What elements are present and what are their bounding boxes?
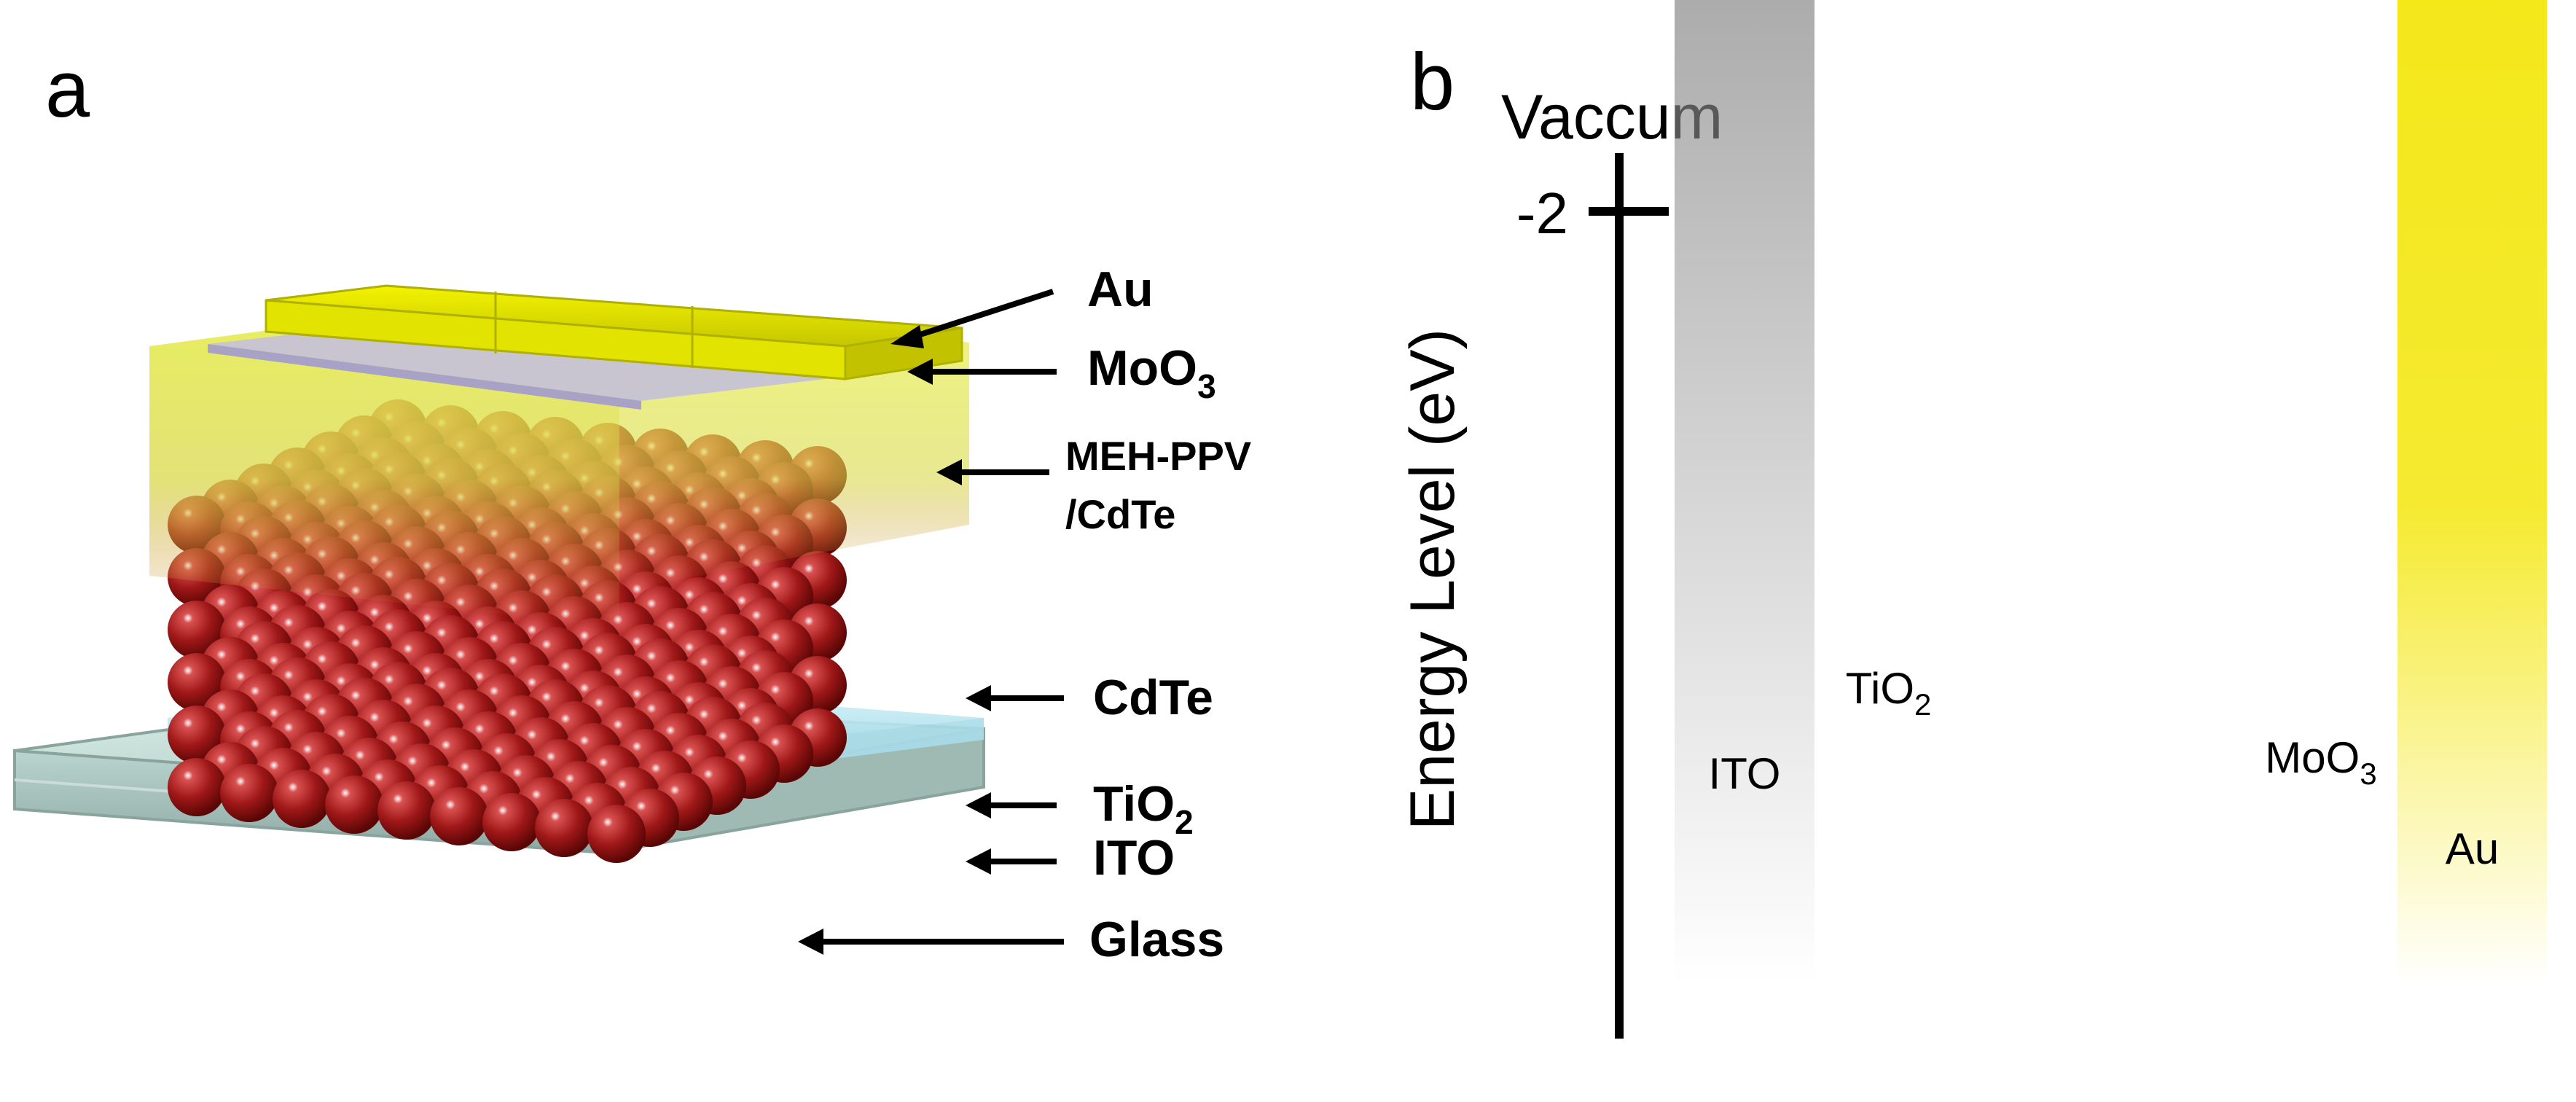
nanoparticle <box>220 764 278 822</box>
label-mehppv: MEH-PPV <box>1065 433 1251 479</box>
nanoparticle <box>430 787 488 845</box>
au-arrow <box>899 289 1054 344</box>
energy-axis: -2-4-6-8 <box>1516 153 1669 1039</box>
nanoparticle <box>273 770 331 828</box>
band-moo3: -4.5-8.0EFMoO3 <box>2265 733 2376 791</box>
nanoparticle <box>325 775 383 834</box>
nanoparticle <box>535 799 593 857</box>
band-name-moo3: MoO3 <box>2265 733 2376 791</box>
label-ito: ITO <box>1093 830 1175 886</box>
band-fill-au <box>2397 0 2547 985</box>
band-name-tio2: TiO2 <box>1846 664 1932 722</box>
label-cdte: CdTe <box>1093 670 1213 725</box>
label-au: Au <box>1087 262 1154 317</box>
band-ito: -4.3ITO <box>1675 0 1814 985</box>
au-electrodes <box>265 284 963 380</box>
band-name-au: Au <box>2446 824 2499 873</box>
label-tio2: TiO2 <box>1093 776 1194 841</box>
panel-a: a <box>13 44 1251 967</box>
panel-a-label: a <box>45 44 90 134</box>
panel-b: b Vaccum Energy Level (eV) -2-4-6-8 -4.3… <box>1398 0 2547 1039</box>
tick-label: -2 <box>1516 181 1568 246</box>
nanoparticle <box>482 793 541 851</box>
nanoparticle <box>587 805 646 863</box>
band-fill-ito <box>1675 0 1814 985</box>
band-name-ito: ITO <box>1709 749 1781 798</box>
label-cdte-composite: /CdTe <box>1065 491 1175 537</box>
energy-axis-title: Energy Level (eV) <box>1398 329 1468 830</box>
layer-annotations: Au MoO3 MEH-PPV /CdTe CdTe TiO2 ITO Glas… <box>798 262 1251 967</box>
band-tio2: -4.2-7.3TiO2 <box>1846 664 1932 722</box>
energy-bands: -4.3ITO-4.2-7.3TiO2-3.8-5.3CdTe-3.0-5.2M… <box>1675 0 2547 985</box>
panel-b-label: b <box>1410 37 1455 127</box>
nanoparticle <box>168 758 226 816</box>
band-au: -5.2Au <box>2397 0 2547 985</box>
nanoparticle <box>377 781 436 840</box>
label-moo3: MoO3 <box>1087 340 1216 405</box>
meh-ppv-layer <box>149 299 969 627</box>
label-glass: Glass <box>1089 912 1224 967</box>
